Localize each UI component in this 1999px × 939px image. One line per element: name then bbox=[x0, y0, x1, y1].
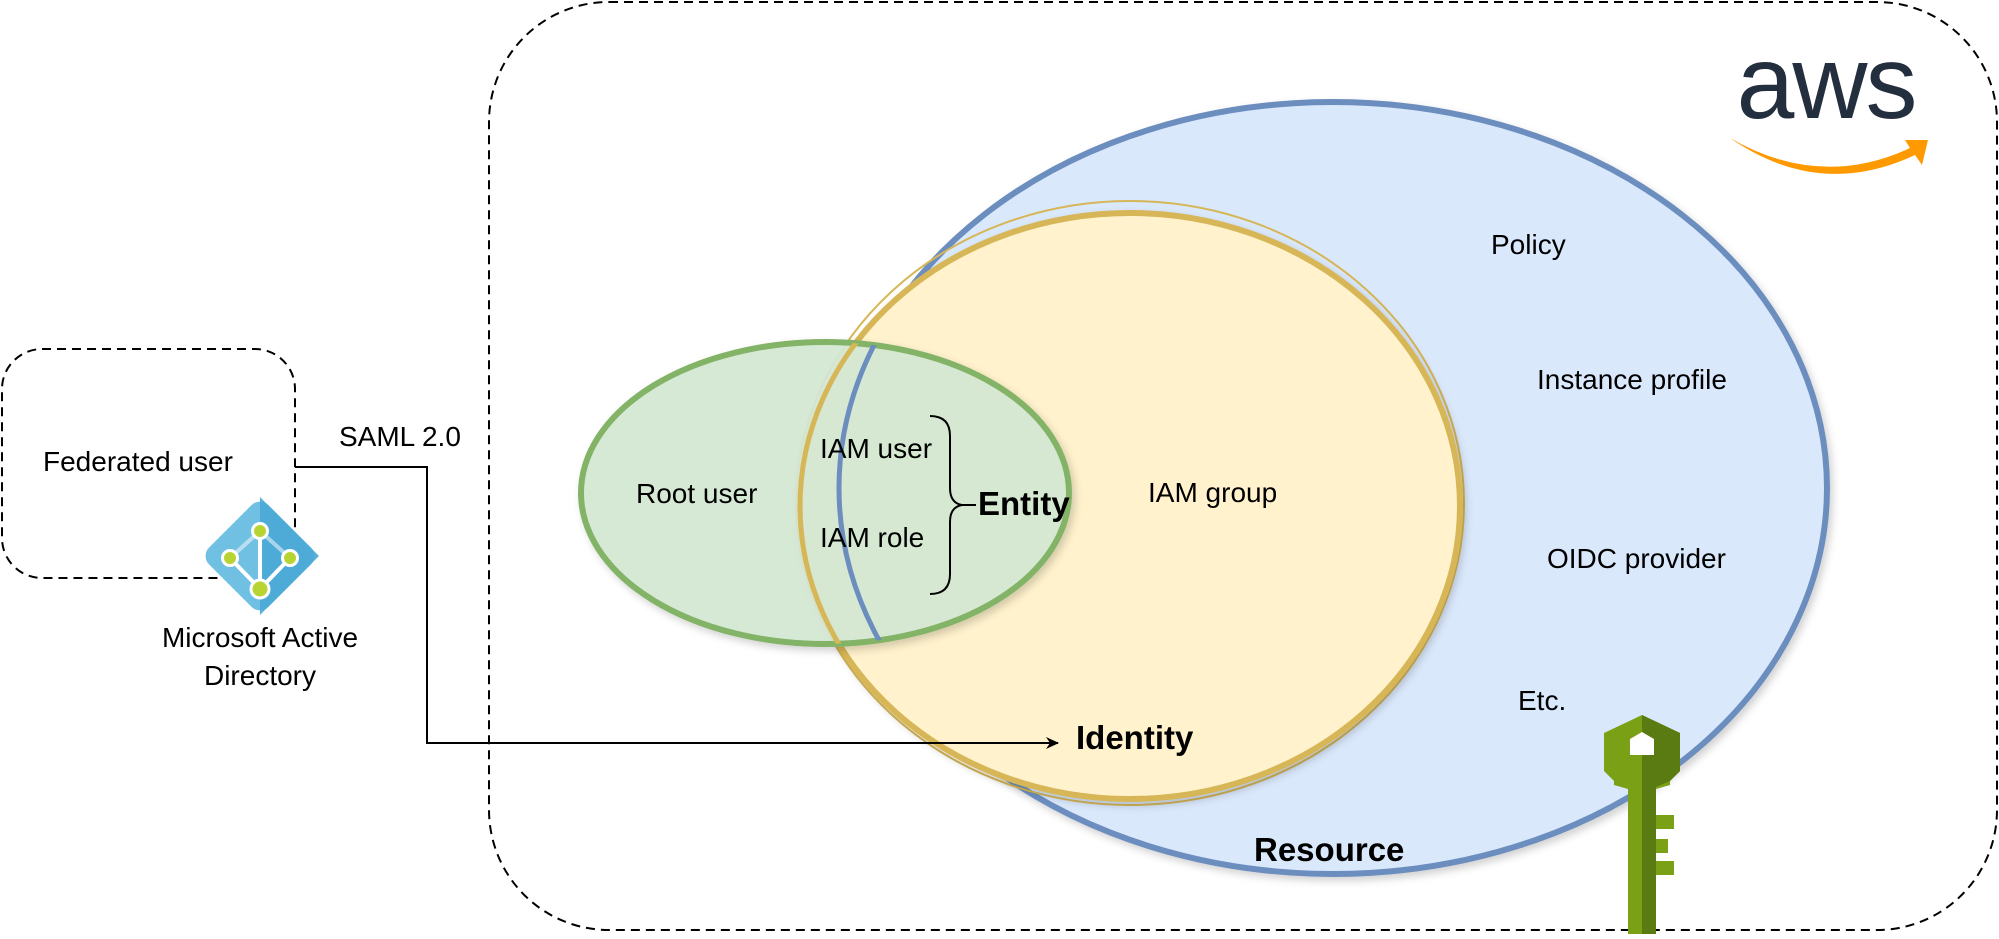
resource-label: Resource bbox=[1254, 831, 1405, 868]
oidc-provider-label: OIDC provider bbox=[1547, 543, 1726, 574]
iam-user-label: IAM user bbox=[820, 433, 933, 464]
iam-key-icon bbox=[1604, 715, 1680, 937]
iam-group-label: IAM group bbox=[1148, 477, 1278, 508]
aws-cloud-boundary bbox=[488, 1, 1998, 931]
aws-logo-text: aws bbox=[1737, 25, 1916, 141]
resource-region-border-overlay bbox=[836, 342, 1069, 644]
root-user-label: Root user bbox=[636, 478, 758, 509]
azure-active-directory-icon bbox=[205, 497, 319, 615]
root-user-region bbox=[578, 339, 1072, 647]
etc-label: Etc. bbox=[1518, 685, 1567, 716]
idp-label-line2: Directory bbox=[203, 660, 316, 692]
saml-connector-arrow[interactable] bbox=[295, 466, 1059, 749]
iam-role-label: IAM role bbox=[820, 522, 925, 553]
entity-label: Entity bbox=[978, 485, 1070, 522]
federated-user-boundary bbox=[1, 348, 296, 579]
policy-label: Policy bbox=[1491, 229, 1566, 260]
idp-label-line1: Microsoft Active bbox=[161, 622, 359, 653]
aws-logo-smile-icon bbox=[1730, 138, 1928, 174]
saml-protocol-label: SAML 2.0 bbox=[339, 421, 461, 452]
federated-user-label: Federated user bbox=[43, 446, 233, 477]
instance-profile-label: Instance profile bbox=[1537, 364, 1727, 395]
identity-region-border-overlay bbox=[797, 342, 1069, 644]
idp-label: Microsoft Active Directory bbox=[140, 622, 380, 692]
aws-logo: aws bbox=[1730, 25, 1928, 174]
identity-label: Identity bbox=[1076, 719, 1194, 756]
